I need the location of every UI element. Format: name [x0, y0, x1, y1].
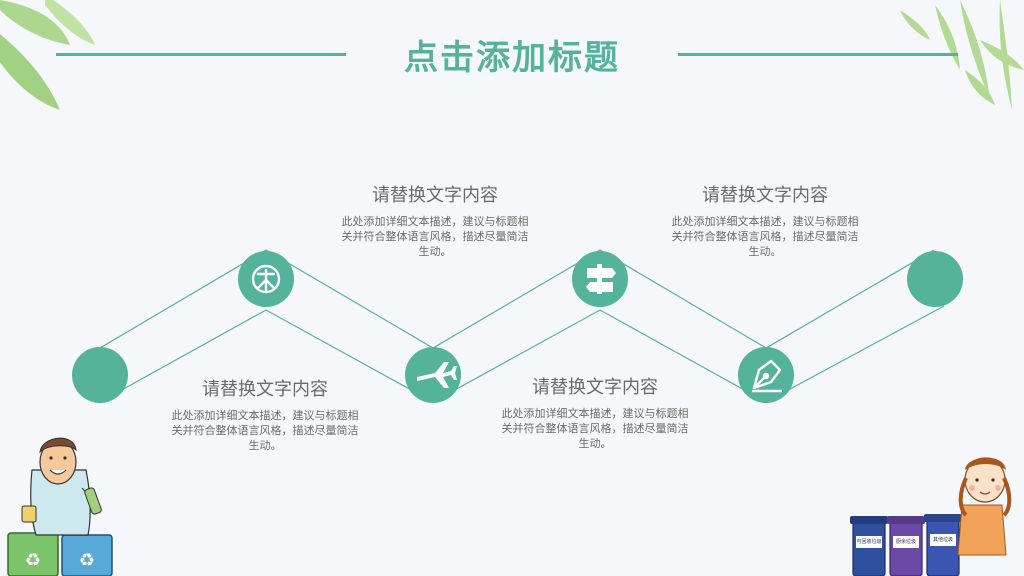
svg-text:♻: ♻	[25, 550, 41, 571]
text-block-step-0: 请替换文字内容 此处添加详细文本描述，建议与标题相关并符合整体语言风格，描述尽量…	[165, 378, 365, 453]
step-0-body: 此处添加详细文本描述，建议与标题相关并符合整体语言风格，描述尽量简洁生动。	[171, 409, 359, 452]
bin-label-3: 其他垃圾	[932, 537, 953, 543]
text-block-step-2: 请替换文字内容 此处添加详细文本描述，建议与标题相关并符合整体语言风格，描述尽量…	[495, 376, 695, 451]
airplane-icon	[417, 362, 457, 388]
step-3-heading: 请替换文字内容	[702, 185, 828, 206]
title-rule-left	[56, 53, 346, 56]
start-node	[72, 347, 128, 403]
step-1-body: 此处添加详细文本描述，建议与标题相关并符合整体语言风格，描述尽量简洁生动。	[341, 215, 529, 258]
man-recycling-illustration: ♻ ♻	[7, 437, 113, 576]
node-step-1	[238, 251, 294, 307]
node-step-2	[405, 347, 461, 403]
signpost-icon	[586, 264, 616, 294]
willow-top-right-decoration	[900, 0, 1024, 110]
step-2-body: 此处添加详细文本描述，建议与标题相关并符合整体语言风格，描述尽量简洁生动。	[501, 407, 689, 450]
end-node	[907, 251, 963, 307]
svg-text:♻: ♻	[79, 550, 95, 571]
node-step-4	[738, 347, 794, 403]
zigzag-upper-line	[99, 249, 935, 349]
text-block-step-1: 请替换文字内容 此处添加详细文本描述，建议与标题相关并符合整体语言风格，描述尽量…	[335, 184, 535, 259]
pen-nib-icon	[752, 359, 782, 393]
badge-icon	[251, 264, 281, 294]
page-title: 点击添加标题	[404, 38, 620, 78]
step-1-heading: 请替换文字内容	[372, 185, 498, 206]
bin-label-1: 可回收垃圾	[856, 539, 882, 545]
text-block-step-3: 请替换文字内容 此处添加详细文本描述，建议与标题相关并符合整体语言风格，描述尽量…	[665, 184, 865, 259]
girl-recycling-illustration	[850, 457, 1012, 576]
bin-label-2: 厨余垃圾	[895, 539, 916, 545]
title-rule-right	[678, 53, 958, 56]
zigzag-path	[99, 249, 945, 403]
step-0-heading: 请替换文字内容	[202, 379, 328, 400]
step-3-body: 此处添加详细文本描述，建议与标题相关并符合整体语言风格，描述尽量简洁生动。	[671, 215, 859, 258]
step-2-heading: 请替换文字内容	[532, 377, 658, 398]
leaves-top-left-decoration	[0, 0, 95, 110]
zigzag-lower-line	[99, 305, 945, 403]
node-step-3	[572, 251, 628, 307]
